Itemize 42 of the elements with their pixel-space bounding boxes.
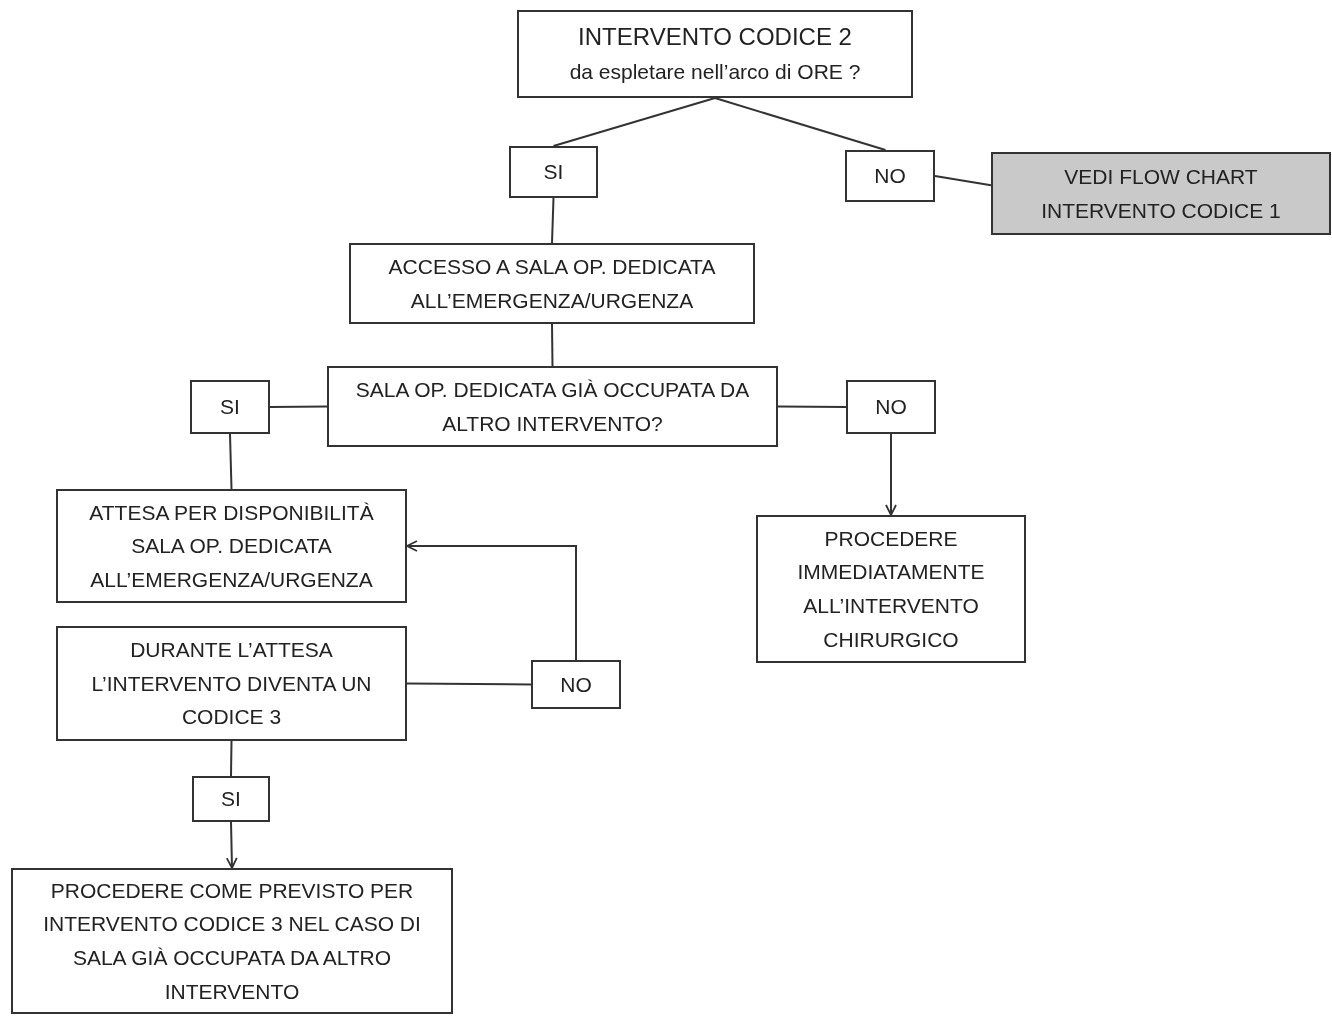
process-box bbox=[531, 660, 621, 709]
process-box bbox=[190, 380, 270, 434]
box-text: SI bbox=[543, 159, 564, 186]
box-text: PROCEDERE COME PREVISTO PER INTERVENTO CODICE 3 NEL CASO DI SALA GIÀ OCCUPATA DA ALTRO INTERVENTO bbox=[42, 877, 422, 1005]
arrow bbox=[885, 433, 897, 516]
process-box bbox=[56, 489, 407, 603]
process-box bbox=[56, 626, 407, 741]
box-text: NO bbox=[875, 394, 907, 421]
connector-line bbox=[551, 323, 554, 367]
process-box bbox=[845, 150, 935, 202]
connector-line bbox=[551, 197, 555, 244]
process-box bbox=[192, 776, 270, 822]
connector-line bbox=[269, 405, 328, 408]
process-box bbox=[991, 152, 1331, 235]
connector-line bbox=[934, 175, 992, 187]
process-box bbox=[327, 366, 778, 447]
box-text: ATTESA PER DISPONIBILITÀ SALA OP. DEDICATA ALL’EMERGENZA/URGENZA bbox=[88, 499, 375, 593]
process-box bbox=[509, 146, 598, 198]
arrow bbox=[225, 821, 238, 869]
box-text: NO bbox=[874, 163, 906, 190]
box-text: SI bbox=[220, 394, 240, 421]
process-box bbox=[756, 515, 1026, 663]
connector-line bbox=[777, 405, 847, 408]
process-box bbox=[11, 868, 453, 1014]
connector-line bbox=[406, 682, 532, 686]
box-text: VEDI FLOW CHART INTERVENTO CODICE 1 bbox=[1040, 163, 1282, 224]
connector-line bbox=[714, 97, 887, 151]
box-heading: INTERVENTO CODICE 2 bbox=[578, 21, 852, 52]
arrow bbox=[406, 540, 577, 661]
process-box bbox=[517, 10, 913, 98]
connector-line bbox=[229, 433, 233, 490]
box-text: ACCESSO A SALA OP. DEDICATA ALL’EMERGENZA/URGENZA bbox=[387, 253, 717, 314]
connector-line bbox=[552, 97, 716, 147]
process-box bbox=[846, 380, 936, 434]
box-text: PROCEDERE IMMEDIATAMENTE ALL’INTERVENTO CHIRURGICO bbox=[796, 525, 986, 653]
box-text: NO bbox=[560, 671, 592, 698]
box-text: DURANTE L’ATTESA L’INTERVENTO DIVENTA UN CODICE 3 bbox=[90, 637, 373, 731]
box-text: SALA OP. DEDICATA GIÀ OCCUPATA DA ALTRO INTERVENTO? bbox=[354, 376, 751, 437]
connector-line bbox=[230, 740, 233, 777]
process-box bbox=[349, 243, 755, 324]
box-text: SI bbox=[221, 786, 241, 813]
box-text: da espletare nell’arco di ORE ? bbox=[569, 58, 861, 85]
